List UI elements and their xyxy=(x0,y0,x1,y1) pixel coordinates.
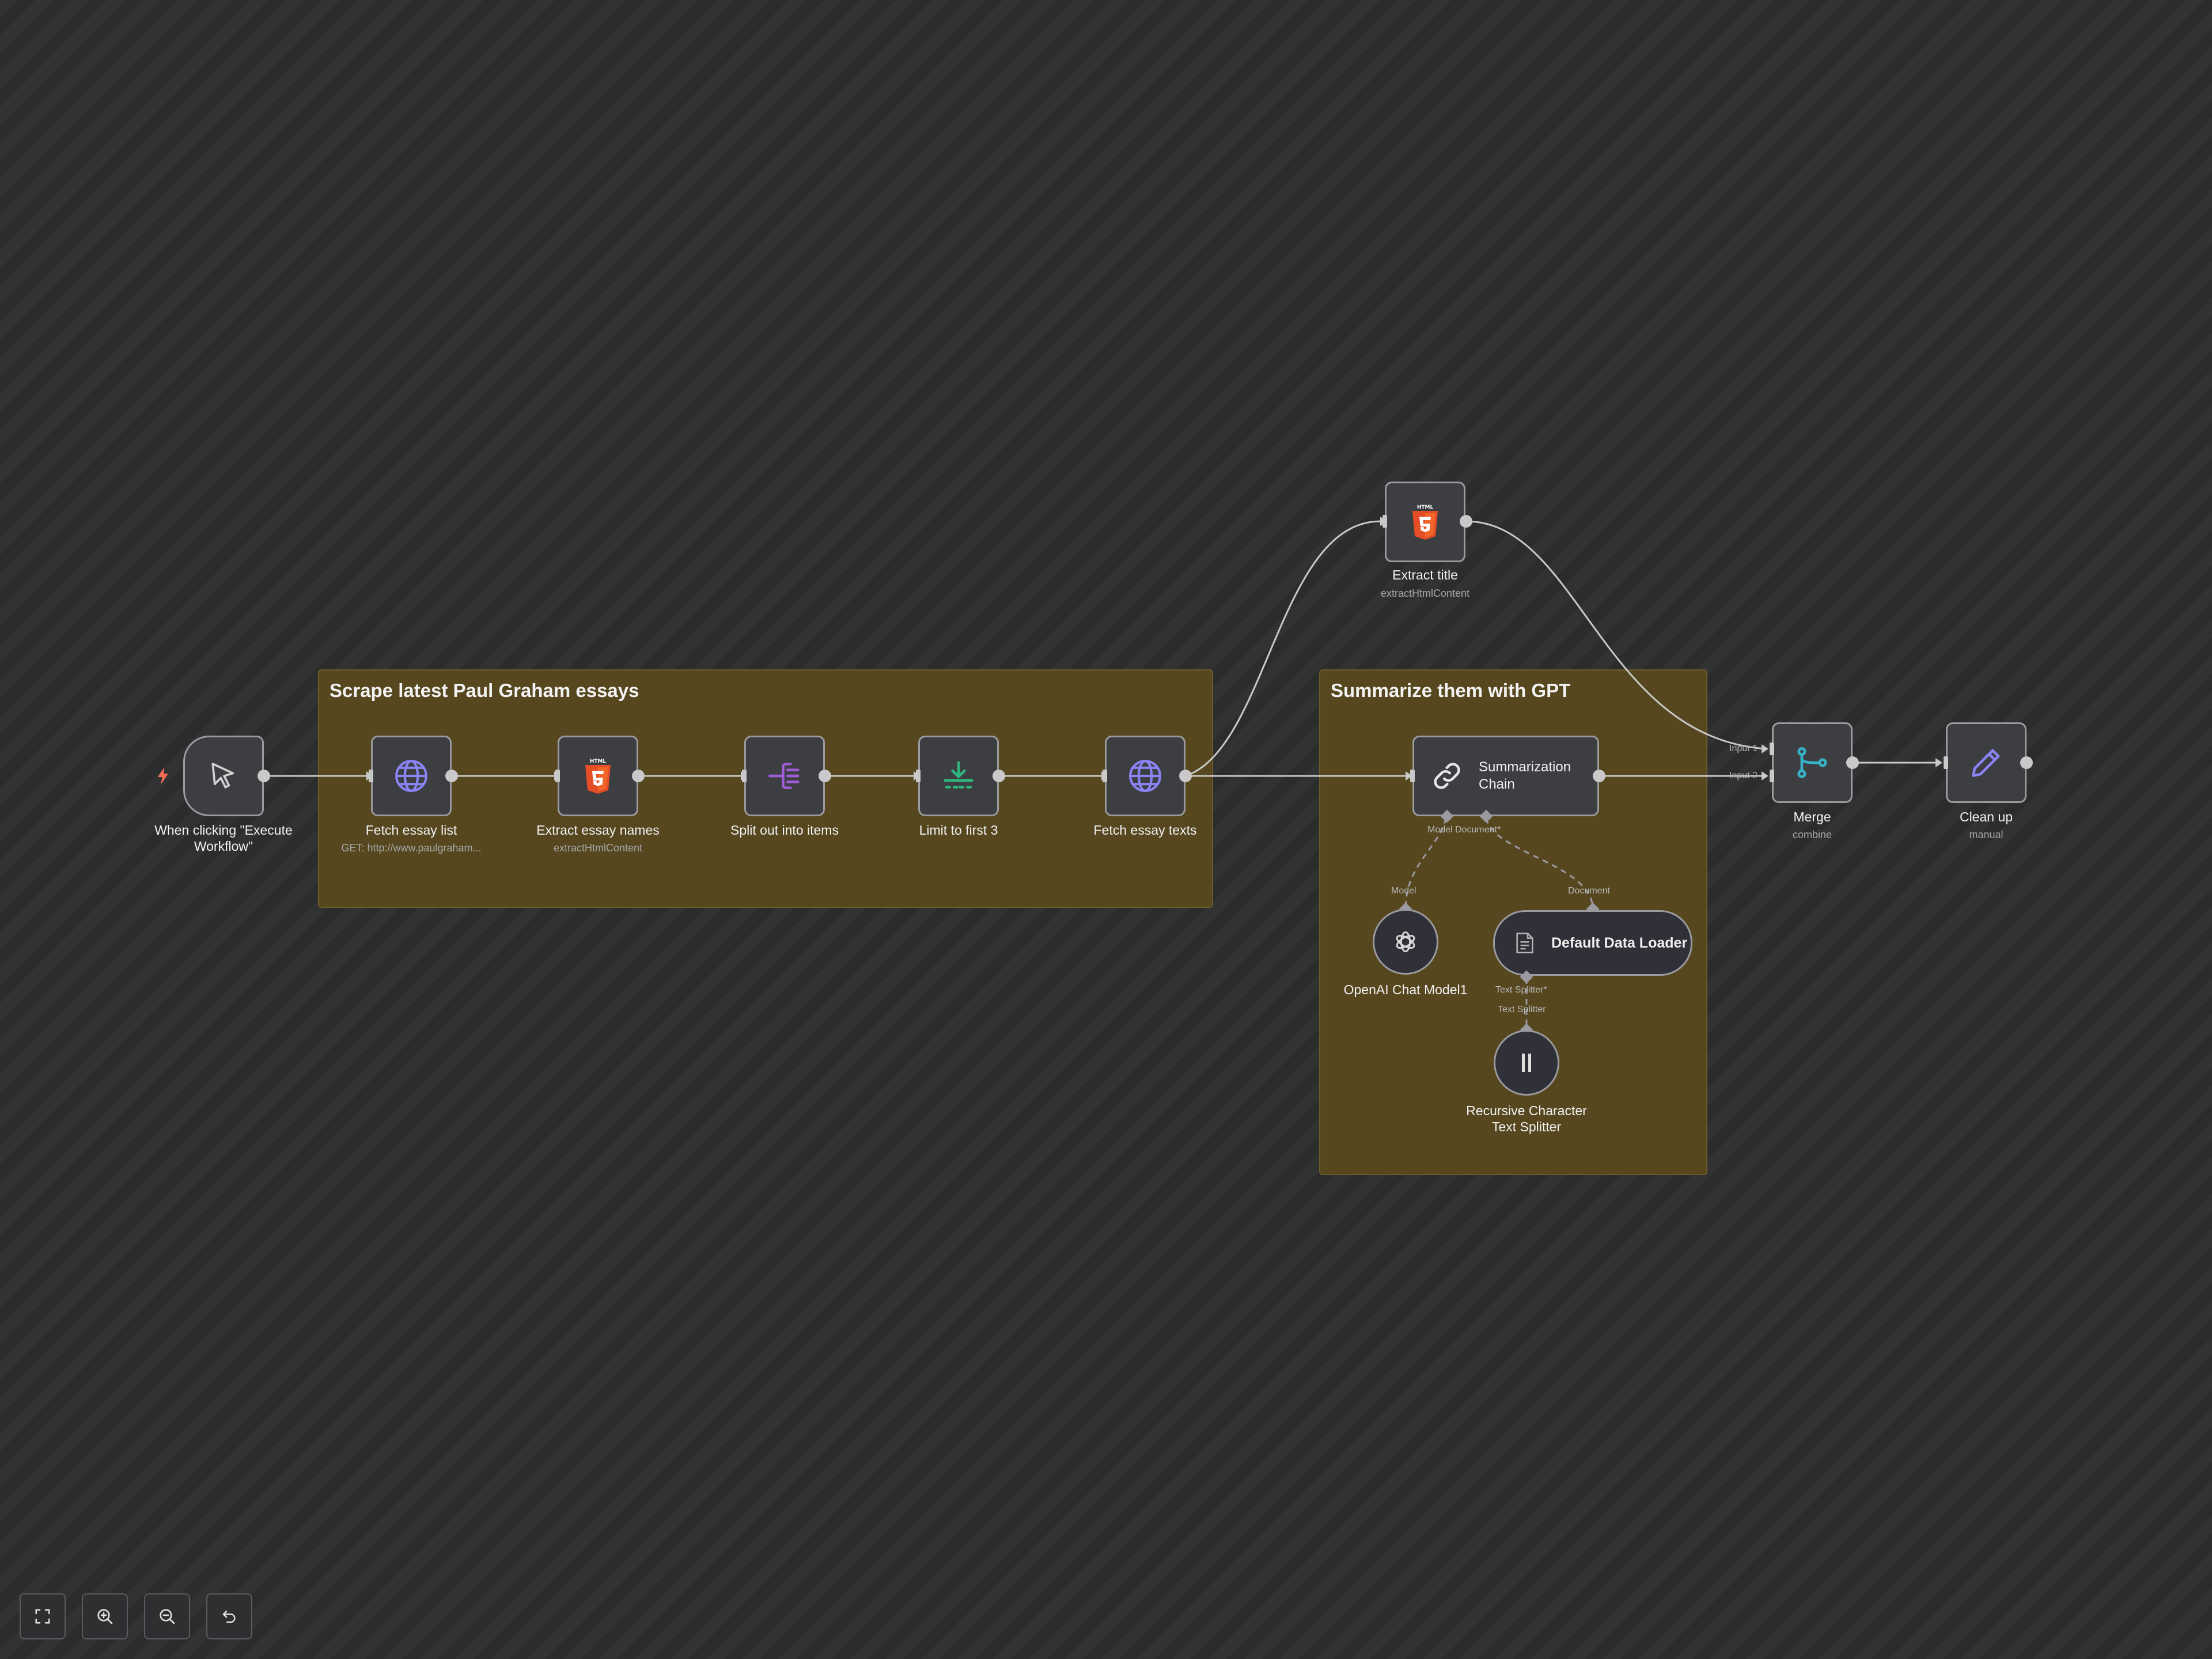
merge-subtitle: combine xyxy=(1792,829,1832,840)
cleanup-output-handle[interactable] xyxy=(2020,756,2033,769)
extract-names-label: Extract essay names xyxy=(536,823,660,838)
split-icon xyxy=(768,763,800,789)
merge-input2-port[interactable] xyxy=(1770,770,1774,782)
zoom-in-button[interactable] xyxy=(82,1593,128,1639)
html5-icon: HTML xyxy=(585,759,611,794)
limit-label: Limit to first 3 xyxy=(919,823,998,838)
summarization-output-handle[interactable] xyxy=(1593,770,1605,782)
sticky-title: Summarize them with GPT xyxy=(1331,680,1571,701)
openai-chat-model-node[interactable] xyxy=(1373,909,1438,975)
fit-view-button[interactable] xyxy=(20,1593,66,1639)
fetch-texts-output-handle[interactable] xyxy=(1179,770,1192,782)
fetch-essay-list-node[interactable] xyxy=(371,736,452,816)
zoom-out-icon xyxy=(160,1609,175,1624)
cleanup-input-port[interactable] xyxy=(1944,756,1948,769)
limit-node[interactable] xyxy=(918,736,999,816)
extract-essay-names-node[interactable]: HTML xyxy=(558,736,638,816)
cleanup-label: Clean up xyxy=(1959,809,2013,824)
split-output-handle[interactable] xyxy=(819,770,831,782)
fetch-list-output-handle[interactable] xyxy=(445,770,458,782)
fetch-list-input-port[interactable] xyxy=(369,770,373,782)
text-splitter-node[interactable] xyxy=(1494,1030,1559,1096)
model-port-label: Model xyxy=(1391,886,1416,896)
cleanup-subtitle: manual xyxy=(1969,829,2003,840)
split-out-node[interactable] xyxy=(744,736,825,816)
model-document-port-label: Model Document* xyxy=(1427,825,1501,835)
openai-label: OpenAI Chat Model1 xyxy=(1343,982,1468,997)
fetch-essay-texts-node[interactable] xyxy=(1105,736,1185,816)
extract-names-output-handle[interactable] xyxy=(632,770,645,782)
undo-button[interactable] xyxy=(206,1593,252,1639)
undo-icon xyxy=(222,1611,236,1623)
data-loader-label: Default Data Loader xyxy=(1551,934,1688,951)
summarization-input-port[interactable] xyxy=(1410,770,1415,782)
globe-icon xyxy=(1129,760,1161,792)
fit-view-icon xyxy=(35,1609,50,1624)
link-icon xyxy=(1434,763,1460,789)
svg-text:HTML: HTML xyxy=(590,759,607,764)
merge-node[interactable] xyxy=(1772,722,1853,803)
summarization-label: Summarization Chain xyxy=(1479,759,1571,792)
extract-title-input-port[interactable] xyxy=(1382,515,1387,528)
text-splitter-in-label: Text Splitter xyxy=(1498,1005,1546,1014)
trigger-node[interactable] xyxy=(183,736,264,816)
sticky-title: Scrape latest Paul Graham essays xyxy=(329,680,639,701)
edge-document-dashed[interactable] xyxy=(1485,817,1594,910)
document-icon xyxy=(1516,933,1533,953)
clean-up-node[interactable] xyxy=(1946,722,2027,803)
extract-names-input-port[interactable] xyxy=(555,770,560,782)
split-label: Split out into items xyxy=(730,823,839,838)
extract-title-node[interactable]: HTML xyxy=(1385,482,1465,562)
svg-text:HTML: HTML xyxy=(1417,505,1434,510)
edge-fetchtexts-extracttitle[interactable] xyxy=(1185,520,1381,777)
edge-extracttitle-merge[interactable] xyxy=(1465,520,1767,750)
zoom-in-icon xyxy=(97,1609,113,1624)
summarization-chain-node[interactable]: Summarization Chain xyxy=(1412,736,1599,816)
limit-icon xyxy=(944,761,974,789)
edge-model-dashed[interactable] xyxy=(1404,817,1447,910)
extract-title-label: Extract title xyxy=(1392,567,1458,582)
split-input-port[interactable] xyxy=(742,770,747,782)
merge-output-handle[interactable] xyxy=(1846,756,1859,769)
trigger-label: When clicking "Execute Workflow" xyxy=(154,823,293,854)
pencil-icon xyxy=(1972,749,2000,777)
input1-label: Input 1 xyxy=(1729,744,1758,753)
input2-label: Input 2 xyxy=(1729,771,1758,781)
limit-output-handle[interactable] xyxy=(993,770,1005,782)
merge-icon xyxy=(1797,747,1827,778)
text-splitter-out-label: Text Splitter* xyxy=(1495,985,1547,995)
zoom-out-button[interactable] xyxy=(144,1593,190,1639)
text-splitter-icon xyxy=(1522,1054,1531,1072)
limit-input-port[interactable] xyxy=(916,770,921,782)
fetch-texts-label: Fetch essay texts xyxy=(1093,823,1197,838)
cursor-icon xyxy=(211,763,234,789)
trigger-output-handle[interactable] xyxy=(257,770,270,782)
extract-title-subtitle: extractHtmlContent xyxy=(1380,588,1470,599)
openai-icon xyxy=(1396,931,1415,953)
extract-names-subtitle: extractHtmlContent xyxy=(553,842,643,854)
text-splitter-label: Recursive Character Text Splitter xyxy=(1466,1103,1587,1134)
globe-icon xyxy=(395,760,427,792)
fetch-list-subtitle: GET: http://www.paulgraham... xyxy=(341,842,482,854)
fetch-list-label: Fetch essay list xyxy=(365,823,457,838)
default-data-loader-node[interactable]: Default Data Loader xyxy=(1493,910,1692,976)
extract-title-output-handle[interactable] xyxy=(1460,515,1472,528)
document-port-label: Document xyxy=(1568,886,1610,896)
merge-input1-port[interactable] xyxy=(1770,743,1774,755)
merge-label: Merge xyxy=(1793,809,1831,824)
html5-icon: HTML xyxy=(1412,505,1438,540)
fetch-texts-input-port[interactable] xyxy=(1103,770,1107,782)
lightning-icon xyxy=(158,767,168,785)
